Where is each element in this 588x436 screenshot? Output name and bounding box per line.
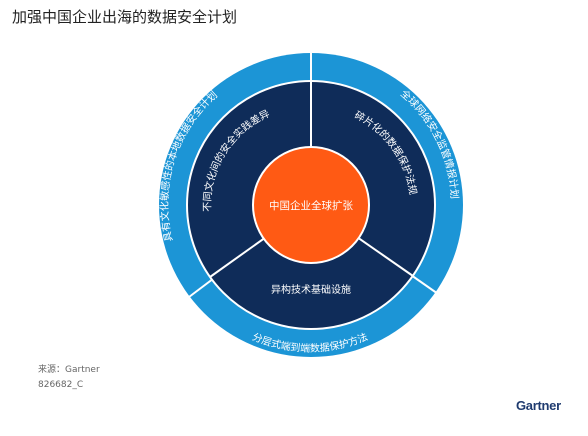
page-title: 加强中国企业出海的数据安全计划 bbox=[12, 8, 238, 26]
source-note: 来源：Gartner bbox=[38, 365, 100, 375]
inner-segment-label: 异构技术基础设施 bbox=[271, 283, 351, 296]
center-label: 中国企业全球扩张 bbox=[269, 199, 353, 212]
gartner-logo: Gartner bbox=[516, 398, 561, 413]
document-code: 826682_C bbox=[38, 380, 84, 390]
center-circle bbox=[252, 146, 370, 264]
